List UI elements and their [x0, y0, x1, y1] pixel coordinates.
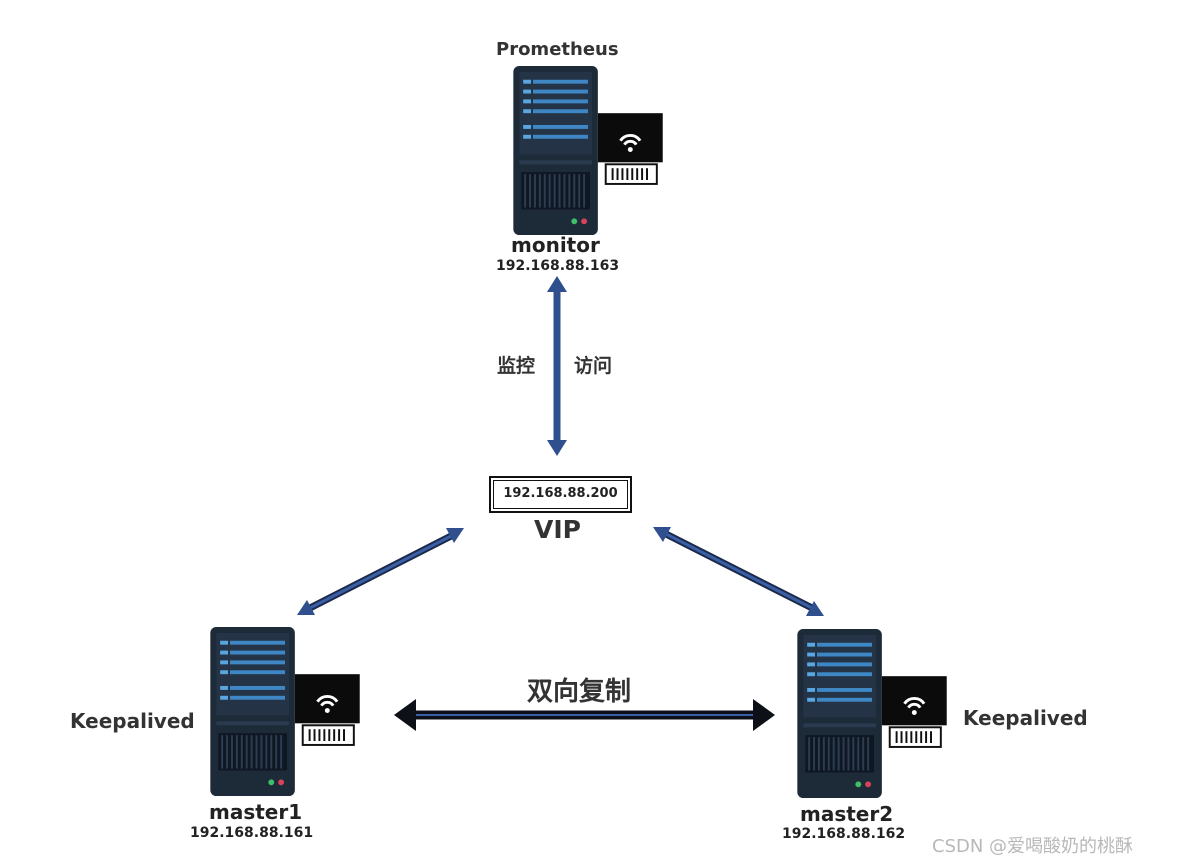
- master2-vip-arrow: [653, 527, 824, 616]
- vip-ip: 192.168.88.200: [493, 480, 628, 509]
- master2-name: master2: [800, 802, 894, 826]
- left-software-label: Keepalived: [70, 709, 195, 733]
- master2-server-icon: [794, 629, 954, 801]
- monitor-name: monitor: [511, 233, 600, 257]
- monitor-link-label: 监控: [497, 355, 536, 377]
- monitor-ip: 192.168.88.163: [496, 258, 620, 274]
- replication-label: 双向复制: [527, 677, 632, 707]
- vip-label: VIP: [534, 515, 581, 544]
- watermark: CSDN @爱喝酸奶的桃酥: [932, 836, 1134, 857]
- monitor-vip-arrow: [547, 276, 567, 456]
- master1-name: master1: [209, 800, 303, 824]
- master1-vip-arrow: [297, 528, 464, 615]
- access-link-label: 访问: [574, 355, 613, 377]
- replication-arrow: [394, 699, 775, 731]
- master1-ip: 192.168.88.161: [190, 825, 314, 841]
- vip-box: 192.168.88.200: [489, 476, 632, 513]
- master2-ip: 192.168.88.162: [782, 826, 906, 842]
- right-software-label: Keepalived: [963, 706, 1088, 730]
- top-software-label: Prometheus: [496, 39, 619, 60]
- master1-server-icon: [207, 627, 367, 799]
- monitor-server-icon: [510, 66, 670, 238]
